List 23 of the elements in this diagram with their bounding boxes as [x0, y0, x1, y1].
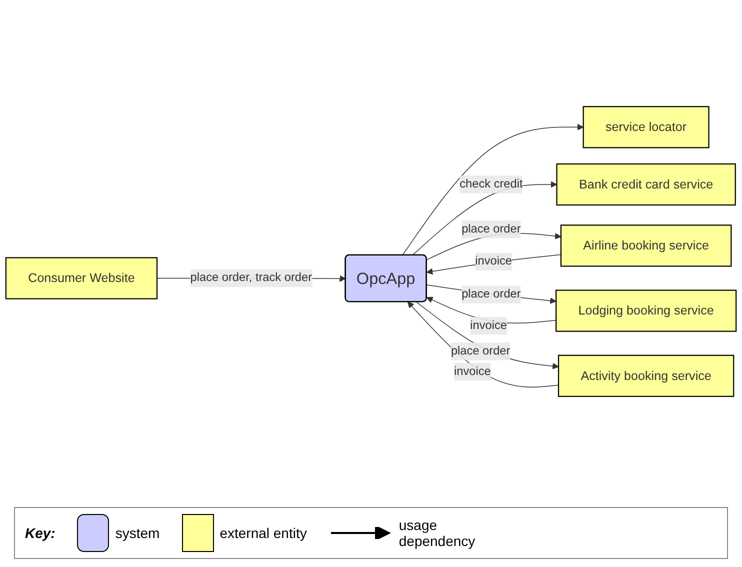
arrow — [407, 302, 559, 388]
node-box: Airline booking service — [560, 224, 732, 267]
legend-text: system — [115, 525, 160, 541]
node-box: Activity booking service — [558, 354, 734, 397]
node-box: Consumer Website — [5, 257, 158, 300]
edge-label: place order, track order — [190, 272, 312, 284]
node-box: Bank credit card service — [556, 163, 736, 206]
node-box: Lodging booking service — [556, 290, 737, 332]
edge-label: place order — [462, 222, 521, 236]
edge-label: invoice — [475, 255, 512, 268]
edge-label: invoice — [454, 365, 491, 378]
arrow — [426, 284, 556, 304]
node-box: service locator — [582, 106, 710, 148]
edge-label: place order — [462, 288, 521, 300]
edge-label: place order — [450, 344, 510, 358]
arrow — [402, 124, 584, 256]
arrow — [412, 181, 558, 256]
key-heading: Key: — [25, 525, 56, 541]
edge-label: check credit — [460, 178, 523, 190]
arrow — [416, 302, 559, 370]
legend-text: usage dependency — [398, 517, 476, 549]
legend-text: external entity — [220, 525, 307, 541]
edge-label: invoice — [470, 319, 507, 332]
